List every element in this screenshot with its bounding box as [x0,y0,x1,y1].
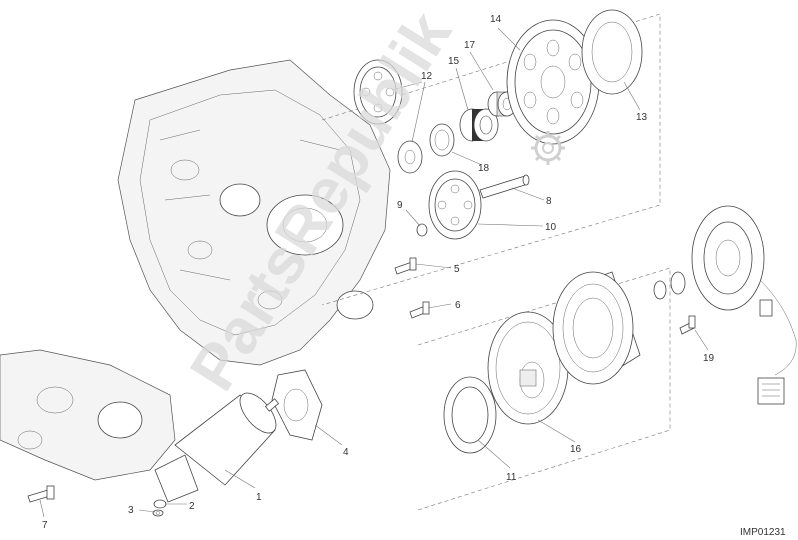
bolt-19 [679,315,696,335]
flywheel-assembly-outline [417,267,671,511]
stator [691,205,765,311]
starter-motor-1 [154,392,280,503]
gasket-4 [271,369,323,441]
freewheel-11 [443,376,497,454]
callout-19: 19 [703,353,715,364]
spacer-stator [670,271,686,295]
callout-labels: 1 2 3 4 5 6 7 8 9 10 11 12 13 14 15 16 1… [42,14,715,531]
gasket-ring-13 [581,9,643,95]
shaft-8 [479,174,530,199]
washer-9 [416,223,428,237]
callout-3: 3 [128,505,134,516]
washer-stator [653,280,667,300]
callout-12: 12 [421,71,433,82]
callout-15: 15 [448,56,460,67]
needle-bearing-15 [459,108,499,142]
stator-wiring-connector [757,279,797,405]
drawing-code: IMP01231 [740,527,786,538]
gear-logo-icon [531,131,565,165]
callout-11: 11 [506,472,517,483]
flywheel-hub-16 [487,311,569,425]
callout-4: 4 [343,447,349,458]
bolt-7 [27,485,55,503]
bolt-6 [409,301,430,319]
callout-9: 9 [397,200,403,211]
leader-lines [39,27,709,518]
starter-gear-14 [506,19,600,145]
idler-gear-10 [428,170,482,240]
intermediate-gear-12 [353,59,423,174]
callout-2: 2 [189,501,195,512]
gear-assembly-outline [321,13,661,306]
callout-10: 10 [545,222,557,233]
washer-3 [152,509,164,517]
callout-1: 1 [256,492,262,503]
callout-8: 8 [546,196,552,207]
callout-14: 14 [490,14,502,25]
callout-5: 5 [454,264,460,275]
bolt-5 [394,257,417,275]
callout-6: 6 [455,300,461,311]
nut-2 [153,499,167,509]
crankcase-lower-fragment [0,349,176,481]
callout-16: 16 [570,444,582,455]
rotor-flywheel [552,271,641,385]
callout-13: 13 [636,112,648,123]
callout-18: 18 [478,163,490,174]
crankcase-housing [117,59,391,366]
washer-18 [429,123,455,157]
callout-17: 17 [464,40,476,51]
callout-7: 7 [42,520,48,531]
